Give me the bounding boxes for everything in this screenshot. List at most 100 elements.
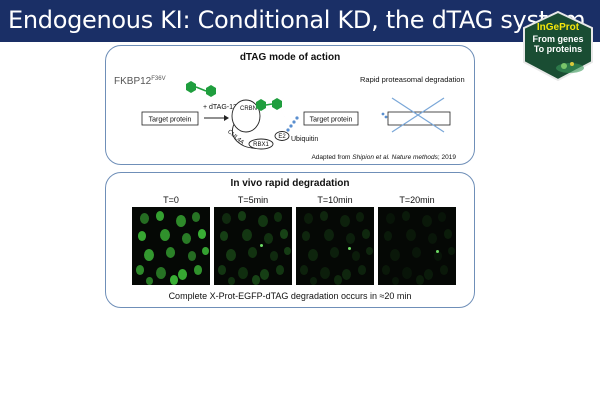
cell-nucleus bbox=[428, 233, 437, 244]
cell-nucleus bbox=[198, 229, 206, 239]
target-protein-box-1 bbox=[141, 111, 199, 126]
e2-shape bbox=[274, 131, 290, 141]
cell-nucleus bbox=[434, 251, 442, 261]
cell-nucleus bbox=[406, 229, 416, 241]
cell-nucleus bbox=[144, 249, 154, 261]
crbn-label: CRBN bbox=[240, 106, 257, 112]
cell-nucleus bbox=[228, 277, 235, 285]
cell-nucleus bbox=[192, 212, 200, 222]
cell-nucleus bbox=[276, 265, 284, 275]
cell-nucleus bbox=[444, 229, 452, 239]
cell-nucleus bbox=[320, 211, 328, 221]
cell-nucleus bbox=[170, 275, 178, 285]
citation: Adapted from Shipion et al. Nature metho… bbox=[311, 154, 456, 161]
timepoint-label-3: T=20min bbox=[399, 195, 435, 205]
cell-nucleus bbox=[220, 231, 228, 241]
ingeprot-logo: InGeProt From genes To proteins bbox=[520, 10, 596, 82]
micrograph-t20 bbox=[378, 207, 456, 285]
cell-nucleus bbox=[366, 247, 373, 256]
cell-nucleus bbox=[166, 247, 175, 258]
cell-nucleus bbox=[310, 277, 317, 285]
cell-nucleus bbox=[384, 231, 392, 241]
crbn-shape bbox=[231, 99, 261, 133]
dtag-label: + dTAG-13 bbox=[203, 104, 237, 111]
cell-nucleus bbox=[324, 229, 334, 241]
cell-nucleus bbox=[258, 215, 268, 227]
degraded-protein-box bbox=[387, 111, 451, 126]
logo-tagline-2: To proteins bbox=[533, 44, 583, 54]
cell-nucleus bbox=[182, 233, 191, 244]
timepoint-label-0: T=0 bbox=[163, 195, 179, 205]
cell-nucleus bbox=[412, 247, 421, 258]
cell-nucleus bbox=[308, 249, 318, 261]
cell-nucleus bbox=[156, 267, 166, 279]
cell-nucleus bbox=[342, 269, 351, 280]
micrograph-t10 bbox=[296, 207, 374, 285]
cell-nucleus bbox=[416, 275, 424, 285]
cell-nucleus bbox=[424, 269, 433, 280]
slide-title: Endogenous KI: Conditional KD, the dTAG … bbox=[8, 6, 586, 34]
logo-tagline-1: From genes bbox=[532, 34, 584, 44]
fkbp-label: FKBP12F36V bbox=[114, 76, 166, 87]
cell-nucleus bbox=[238, 211, 246, 221]
cell-nucleus bbox=[340, 215, 350, 227]
cell-nucleus bbox=[146, 277, 153, 285]
in-vivo-panel: In vivo rapid degradation T=0 T=5min T=1… bbox=[105, 172, 475, 308]
cell-nucleus bbox=[284, 247, 291, 256]
target-protein-label-2: Target protein bbox=[310, 117, 353, 124]
cell-nucleus bbox=[346, 233, 355, 244]
timepoint-label-2: T=10min bbox=[317, 195, 353, 205]
cell-nucleus bbox=[238, 267, 248, 279]
cell-nucleus bbox=[440, 265, 448, 275]
cell-nucleus bbox=[176, 215, 186, 227]
cell-nucleus bbox=[356, 212, 364, 222]
dtag-molecule bbox=[186, 81, 216, 97]
rbx1-shape bbox=[248, 138, 274, 150]
cell-nucleus bbox=[300, 265, 308, 275]
target-protein-label-1: Target protein bbox=[149, 117, 192, 124]
cell-nucleus bbox=[382, 265, 390, 275]
micrograph-t5 bbox=[214, 207, 292, 285]
cell-nucleus bbox=[242, 229, 252, 241]
dtag-mechanism-diagram: FKBP12F36V Target protein + dTAG-13 CRBN… bbox=[114, 75, 465, 161]
in-vivo-title: In vivo rapid degradation bbox=[230, 178, 350, 189]
cell-nucleus bbox=[304, 213, 313, 224]
cell-nucleus bbox=[264, 233, 273, 244]
cell-nucleus bbox=[194, 265, 202, 275]
cell-nucleus bbox=[362, 229, 370, 239]
cross-line-2 bbox=[391, 97, 445, 133]
cell-nucleus bbox=[218, 265, 226, 275]
cell-nucleus bbox=[136, 265, 144, 275]
cell-nucleus bbox=[178, 269, 187, 280]
cell-nucleus bbox=[274, 212, 282, 222]
bright-spot bbox=[348, 247, 351, 250]
arrow-1-head bbox=[224, 115, 229, 121]
logo-name: InGeProt bbox=[536, 22, 580, 33]
cell-nucleus bbox=[280, 229, 288, 239]
rbx1-label: RBX1 bbox=[253, 142, 269, 148]
cell-nucleus bbox=[252, 275, 260, 285]
micrograph-t0 bbox=[132, 207, 210, 285]
cell-nucleus bbox=[202, 247, 209, 256]
cell-nucleus bbox=[438, 212, 446, 222]
ubiquitin-label: Ubiquitin bbox=[291, 136, 318, 143]
mode-of-action-panel: dTAG mode of action FKBP12F36V Target pr… bbox=[105, 45, 475, 165]
mode-of-action-title: dTAG mode of action bbox=[239, 52, 341, 63]
ubiquitin-chain bbox=[286, 116, 299, 132]
cell-nucleus bbox=[402, 211, 410, 221]
cell-nucleus bbox=[140, 213, 149, 224]
degradation-label: Rapid proteasomal degradation bbox=[360, 75, 465, 84]
cell-nucleus bbox=[320, 267, 330, 279]
cell-nucleus bbox=[156, 211, 164, 221]
cell-nucleus bbox=[302, 231, 310, 241]
cell-nucleus bbox=[352, 251, 360, 261]
cell-nucleus bbox=[330, 247, 339, 258]
cell-nucleus bbox=[222, 213, 231, 224]
cell-nucleus bbox=[390, 249, 400, 261]
degradation-caption: Complete X-Prot-EGFP-dTAG degradation oc… bbox=[168, 291, 412, 301]
cell-nucleus bbox=[448, 247, 455, 256]
bright-spot bbox=[260, 244, 263, 247]
cell-nucleus bbox=[160, 229, 170, 241]
cell-nucleus bbox=[386, 213, 395, 224]
cell-nucleus bbox=[138, 231, 146, 241]
